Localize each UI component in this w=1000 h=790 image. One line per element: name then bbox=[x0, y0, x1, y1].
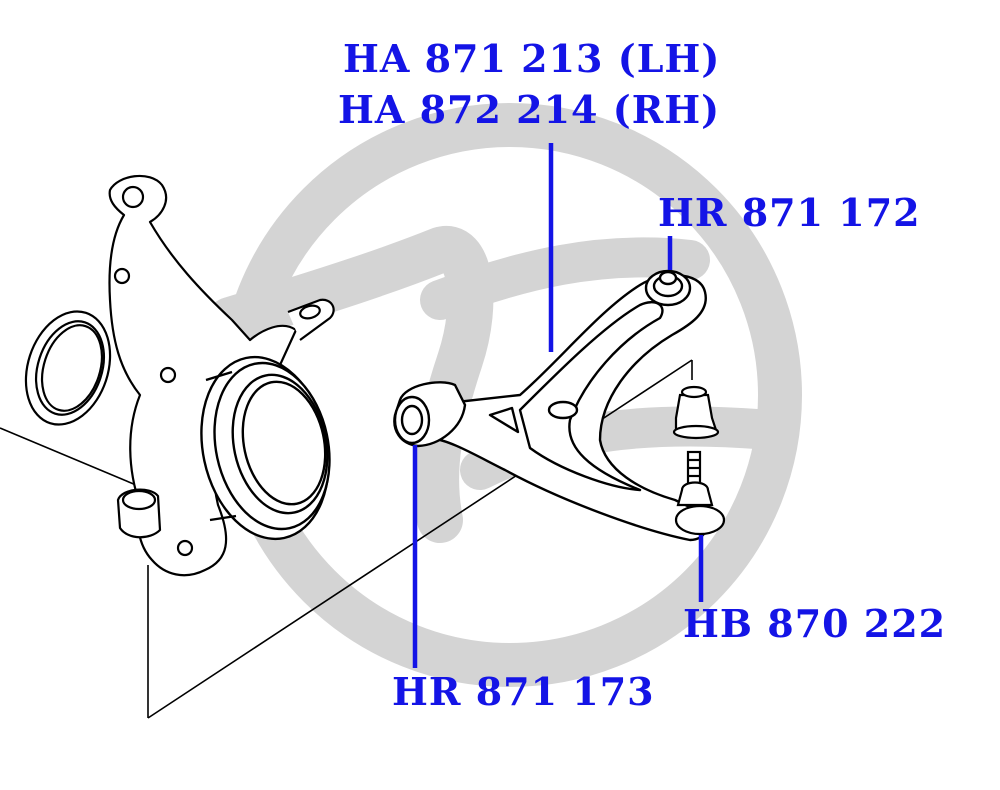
ball-joint-illustration bbox=[672, 385, 726, 536]
label-front-bushing: HR 871 173 bbox=[392, 669, 655, 714]
wheel-hub-illustration bbox=[200, 355, 331, 541]
seal-ring-illustration bbox=[24, 310, 112, 426]
label-ball-joint: HB 870 222 bbox=[683, 601, 947, 646]
label-control-arm-lh: HA 871 213 (LH) bbox=[343, 36, 721, 81]
label-control-arm-rh: HA 872 214 (RH) bbox=[338, 87, 721, 132]
control-arm-illustration bbox=[428, 274, 708, 542]
front-bushing-illustration bbox=[393, 381, 467, 448]
label-rear-bushing: HR 871 172 bbox=[658, 190, 921, 235]
leader-lines bbox=[412, 143, 704, 668]
steering-knuckle-illustration bbox=[108, 174, 335, 577]
rear-bushing-illustration bbox=[644, 269, 692, 307]
